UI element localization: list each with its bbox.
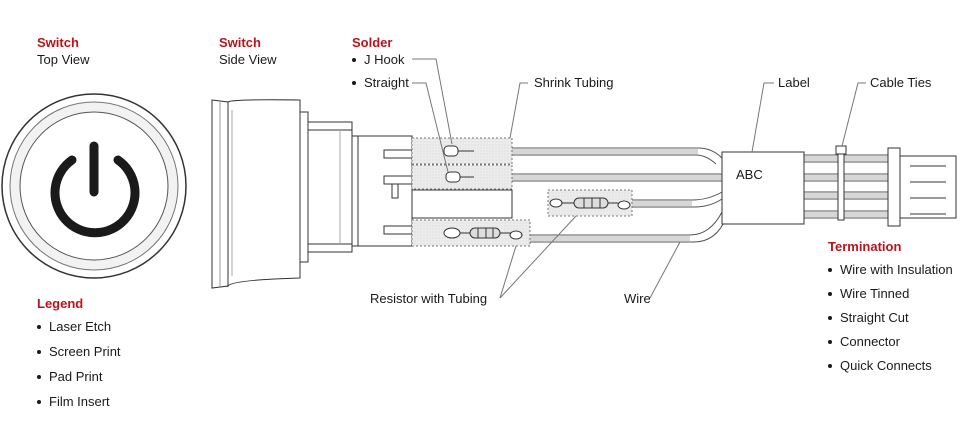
wire-fill [512,149,888,241]
label-block [721,151,805,225]
list-item: Pad Print [37,369,102,385]
list-item: Wire Tinned [828,286,909,302]
cable-tie [835,145,847,221]
solder-heading: Solder [352,35,393,50]
list-item: J Hook [352,52,404,68]
solder-joints [443,145,631,240]
list-item: Connector [828,334,900,350]
top-view-caption: Top View [37,52,90,67]
list-item: Quick Connects [828,358,932,374]
wires [512,147,888,243]
side-view-caption: Side View [219,52,277,67]
leader-lines [412,58,866,299]
list-item: Film Insert [37,394,110,410]
side-view-heading: Switch [219,35,261,50]
list-item: Wire with Insulation [828,262,953,278]
legend-heading: Legend [37,296,84,311]
termination-heading: Termination [828,239,902,254]
label-callout: Label [778,75,810,90]
top-view-heading: Switch [37,35,79,50]
connector [887,147,957,227]
resistor-with-tubing-label: Resistor with Tubing [370,291,488,306]
list-item: Laser Etch [37,319,111,335]
shrink-tubing-label: Shrink Tubing [534,75,614,90]
list-item: Screen Print [37,344,121,360]
list-item: Straight [352,75,409,91]
wire-label: Wire [624,291,651,306]
label-text: ABC [736,167,763,182]
switch-top-view [1,93,187,279]
list-item: Straight Cut [828,310,909,326]
cable-ties-label: Cable Ties [870,75,932,90]
power-icon [50,141,140,238]
switch-side-view [211,99,513,289]
